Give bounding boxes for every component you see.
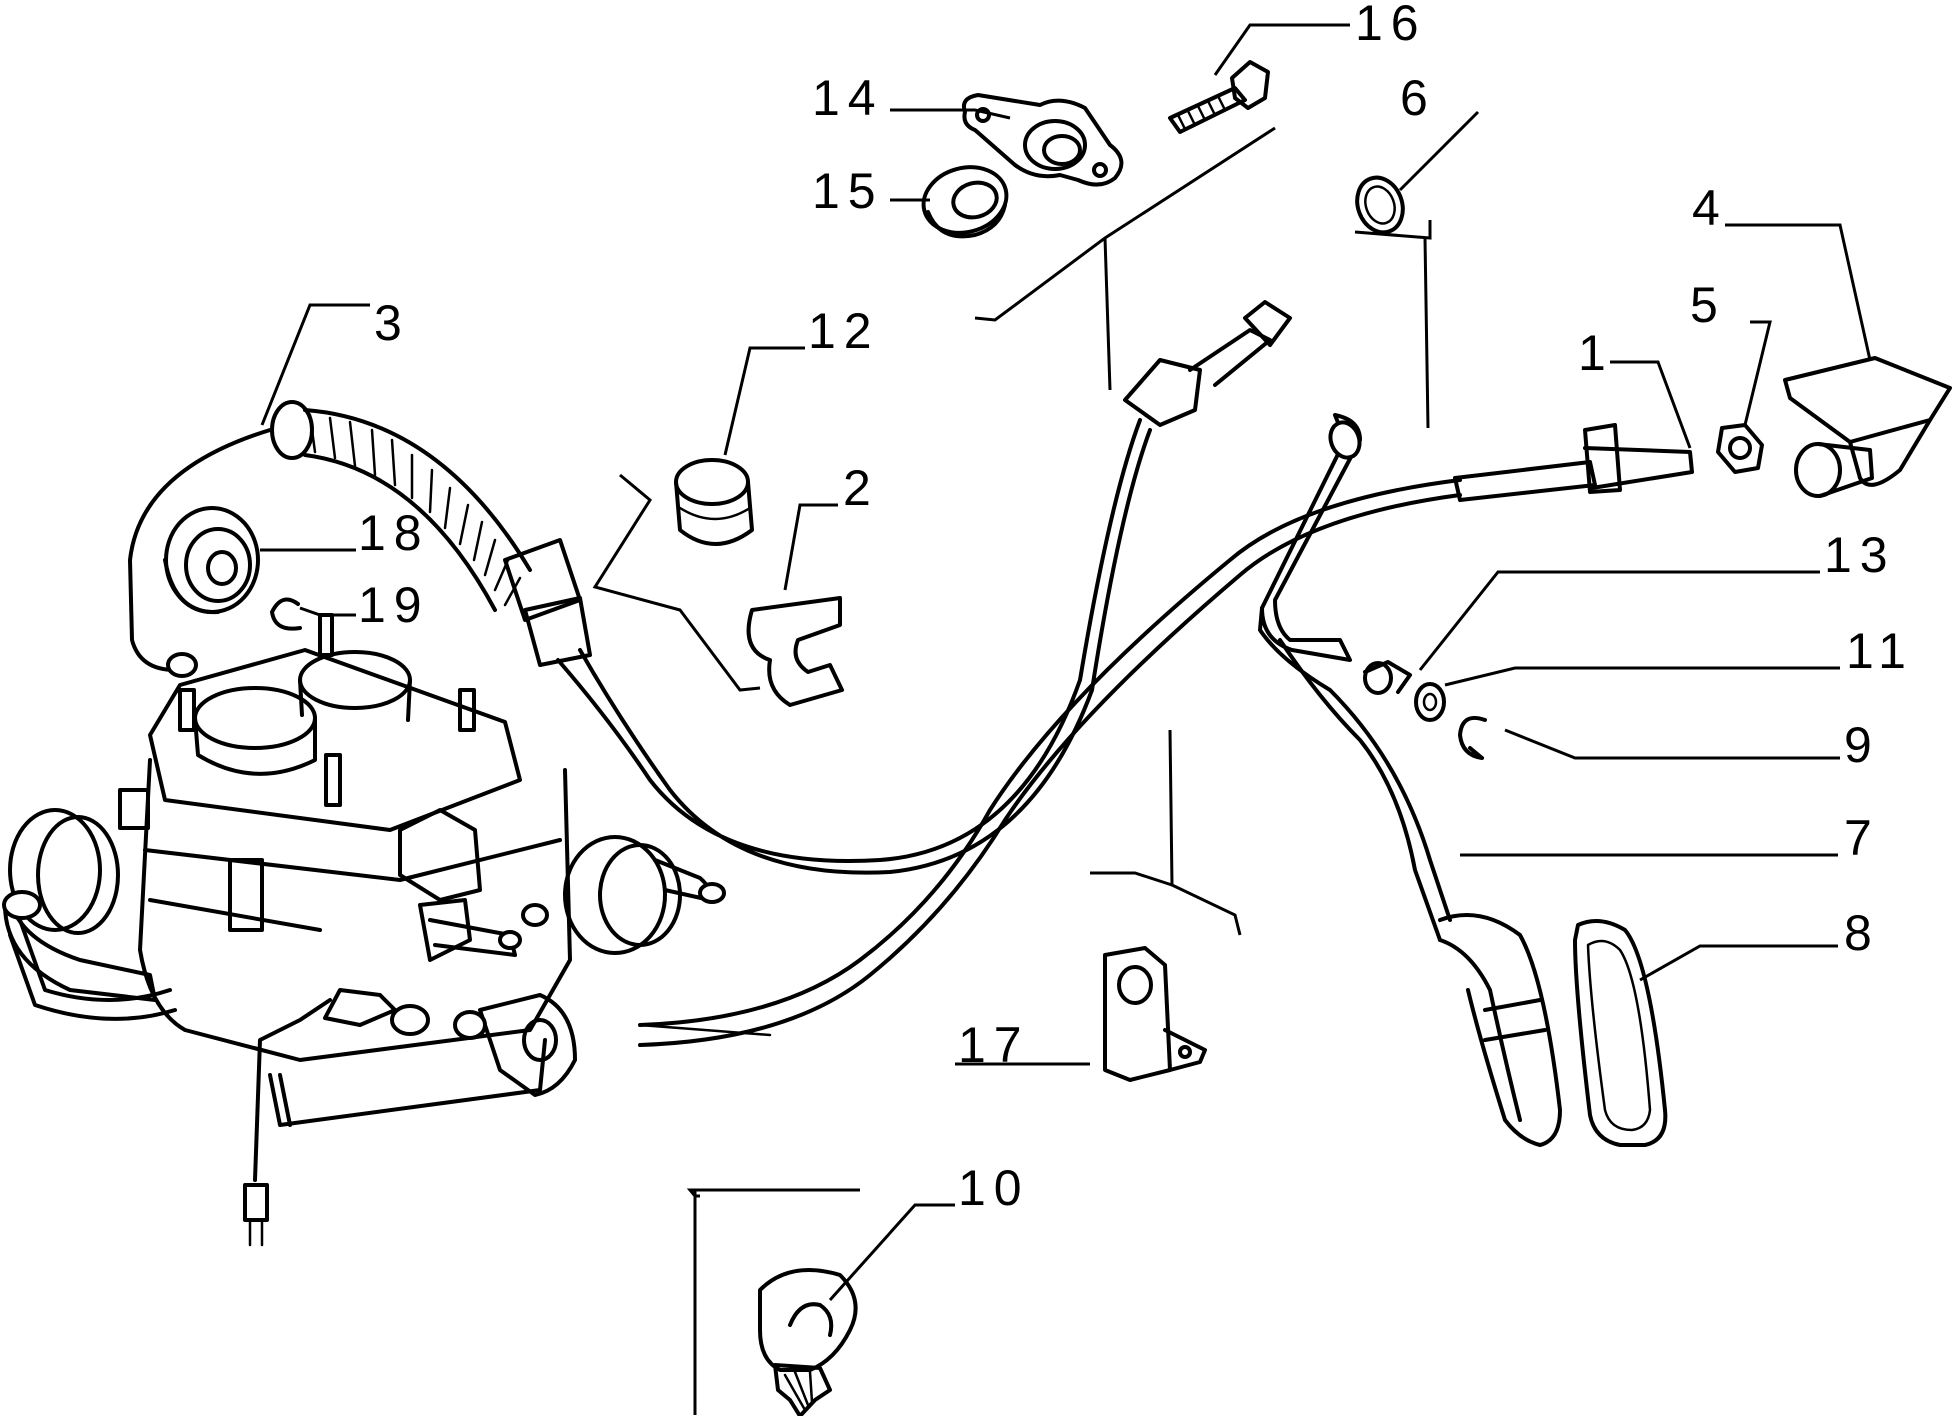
support-bracket-part-17 (1103, 946, 1207, 1082)
retainer-part-10 (758, 1268, 858, 1416)
callout-11: 11 (1846, 623, 1914, 679)
bushing-part-12 (674, 458, 754, 546)
callout-6: 6 (1400, 70, 1436, 126)
bracket-part-14 (961, 93, 1124, 187)
grommet-part-18 (163, 506, 260, 615)
oring-part-6 (1355, 175, 1405, 235)
choke-cable-part-3 (128, 300, 1292, 875)
callout-13: 13 (1824, 527, 1896, 583)
bolt-part-16 (1168, 60, 1270, 134)
stop-bracket-part-4 (1783, 356, 1952, 498)
callout-15: 15 (812, 163, 884, 219)
bushing-part-15 (921, 165, 1009, 239)
spacer-part-13 (1363, 660, 1412, 695)
clip-part-9 (1458, 715, 1487, 760)
pedal-lever-part-7 (1258, 413, 1562, 1147)
clip-part-19 (270, 597, 302, 631)
callout-7: 7 (1844, 810, 1880, 866)
callout-3: 3 (374, 295, 410, 351)
callout-19: 19 (358, 577, 430, 633)
callout-10: 10 (958, 1160, 1030, 1216)
carburetor-assembly (2, 613, 726, 1247)
nut-part-5 (1716, 423, 1764, 474)
callout-8: 8 (1844, 905, 1880, 961)
accelerator-cable-part-1 (638, 423, 1694, 1047)
callout-2: 2 (843, 460, 879, 516)
callout-16: 16 (1355, 0, 1427, 51)
callout-14: 14 (812, 70, 884, 126)
callout-4: 4 (1692, 180, 1728, 236)
callout-9: 9 (1844, 717, 1880, 773)
callout-1: 1 (1578, 325, 1614, 381)
pedal-pad-part-8 (1573, 919, 1668, 1147)
clip-part-2 (746, 596, 844, 707)
leader-lines (260, 23, 1872, 1415)
callout-18: 18 (358, 505, 430, 561)
washer-part-11 (1414, 682, 1446, 722)
callout-12: 12 (808, 303, 880, 359)
callout-5: 5 (1690, 277, 1726, 333)
